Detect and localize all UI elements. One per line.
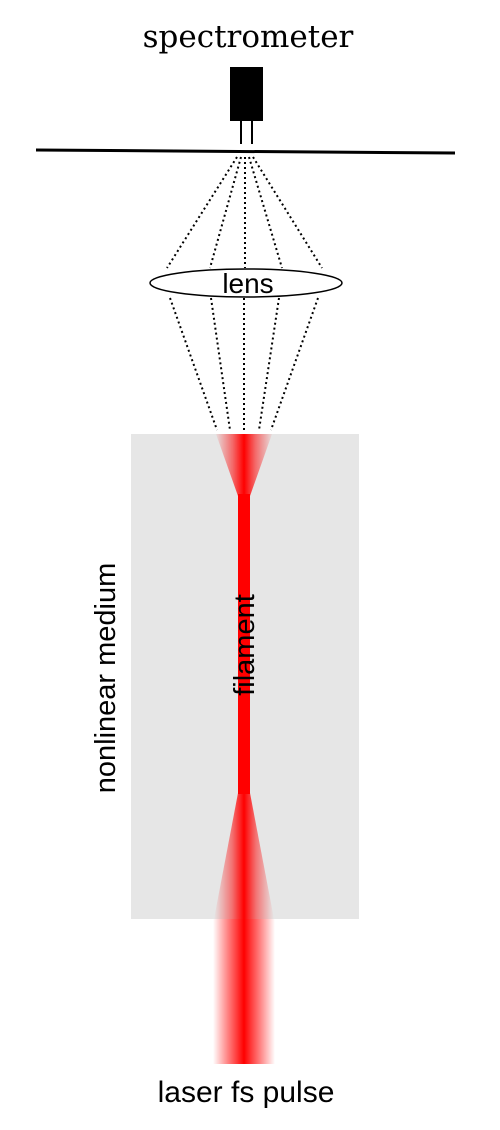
ray-upper-4 [248, 156, 283, 269]
lens-ellipse [149, 268, 343, 298]
nonlinear-medium-label: nonlinear medium [90, 563, 122, 794]
detector-plane-line [35, 148, 456, 155]
rays-to-medium [169, 297, 319, 431]
spectrometer-body [230, 67, 263, 121]
exit-cone [216, 434, 272, 496]
rays-to-detector [166, 156, 323, 269]
input-beam [213, 919, 275, 1064]
ray-upper-5 [252, 156, 323, 269]
ray-lower-2 [210, 297, 231, 431]
ray-lower-4 [258, 297, 280, 431]
ray-lower-1 [169, 297, 218, 431]
filament-label: filament [229, 594, 261, 696]
focusing-cone [214, 793, 274, 919]
lens-label: lens [222, 268, 273, 299]
ray-upper-2 [209, 156, 242, 269]
filament-core [238, 494, 250, 794]
ray-upper-1 [166, 156, 238, 269]
spectrometer-label: spectrometer [143, 19, 354, 55]
laser-pulse-label: laser fs pulse [158, 1076, 335, 1109]
ray-lower-5 [270, 297, 319, 431]
